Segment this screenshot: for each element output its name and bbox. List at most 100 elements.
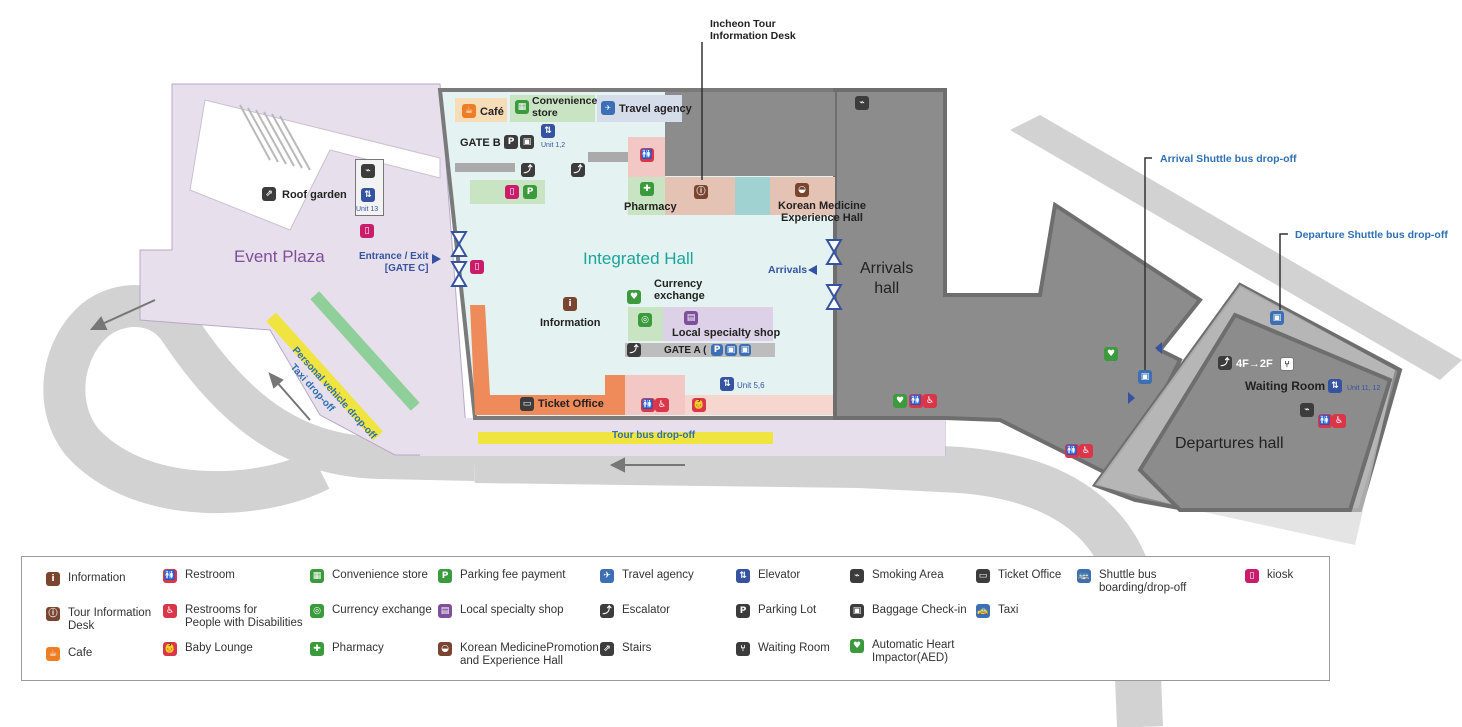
kiosk-icon: ▯ [470,260,484,274]
pharmacy-label: Pharmacy [624,201,677,213]
legend-item: ✚Pharmacy [310,642,384,656]
local-shop-block [663,307,773,341]
legend-item-label: Pharmacy [332,642,384,654]
legend-item: ◎Currency exchange [310,604,432,618]
tour-bus-label: Tour bus drop-off [612,430,696,441]
local-shop-icon: ▤ [684,311,698,325]
information-icon: i [563,297,577,311]
shuttle-bus-icon: ▣ [1270,311,1284,325]
legend-item: 🚕Taxi [976,604,1018,618]
legend-item-label: Travel agency [622,569,694,581]
restroom-icon: 🚻 [1318,414,1332,428]
legend-item: ♿ Restrooms for People with Disabilities [163,604,303,630]
baby-lounge-icon: 👶 [163,642,177,656]
taxi-icon: 🚕 [976,604,990,618]
legend-item-label: Parking Lot [758,604,817,616]
travel-agency-label: Travel agency [619,103,692,115]
legend-item: 🚻Restroom [163,569,235,583]
departure-shuttle-pointer [1279,233,1288,310]
legend-item-label: Automatic Heart Impactor(AED) [872,639,955,664]
ticket-office-block [470,305,625,415]
legend-item: ⇅Elevator [736,569,800,583]
aed-icon: ♥ [627,290,641,304]
hall-interior-gray [665,92,835,176]
taxi-icon: ▣ [739,344,751,356]
legend-item-label: Information [68,572,126,584]
legend-item-label: Cafe [68,647,93,659]
legend-item: 🚌Shuttle bus boarding/drop-off [1077,569,1186,595]
escalator-icon: ⤴ [571,163,585,177]
departures-hall-core [1137,312,1393,512]
legend-item-label: Waiting Room [758,642,830,654]
smoking-area-icon: ⌁ [850,569,864,583]
taxi-strip [266,312,383,441]
baggage-checkin-icon: ▣ [850,604,864,618]
aed-icon: ♥ [850,639,864,653]
legend-item: ⤴Escalator [600,604,670,618]
cafe-icon: ☕ [46,647,60,661]
gate-a-label: GATE A ( [664,345,707,356]
legend-item: ▯kiosk [1245,569,1293,583]
legend-item: 👶Baby Lounge [163,642,253,656]
legend-item: ▣ Baggage Check-in [850,604,967,618]
arrivals-label: Arrivals [768,264,808,276]
convenience-store-icon: ▦ [515,100,529,114]
escalator-strip-left [455,163,515,172]
parking-fee-icon: P [438,569,452,583]
currency-exchange-icon: ◎ [638,313,652,327]
korean-medicine-icon: ◒ [795,183,809,197]
smoking-area-icon: ⌁ [1300,403,1314,417]
escalator-icon: ⤴ [600,604,614,618]
arrival-shuttle-pointer [1144,157,1152,372]
legend-item: ▭ Ticket Office [976,569,1061,583]
smoking-area-icon: ⌁ [855,96,869,110]
legend-item-label: Restrooms for People with Disabilities [185,604,303,629]
legend-item-label: Ticket Office [998,569,1062,581]
korean-medicine-icon: ◒ [438,642,452,656]
legend-item-label: Parking fee payment [460,569,566,581]
roof-garden-area [189,99,441,231]
roof-garden-label: Roof garden [282,189,347,201]
kiosk-icon: ▯ [360,224,374,238]
ticket-office-icon: ▭ [976,569,990,583]
legend-item-label: Shuttle bus boarding/drop-off [1099,569,1187,594]
kiosk-icon: ▯ [505,185,519,199]
unit-1112-label: Unit 11, 12 [1347,385,1381,392]
event-plaza-label: Event Plaza [234,247,325,266]
personal-vehicle-strip [310,291,420,411]
legend-item-label: Baggage Check-in [872,604,967,616]
legend-item: ♥ Automatic Heart Impactor(AED) [850,639,954,665]
baby-lounge-block [685,395,833,415]
legend-item-label: Elevator [758,569,801,581]
gate-c-doors [450,231,468,287]
pharmacy-icon: ✚ [640,182,654,196]
information-label: Information [540,317,601,329]
departure-shuttle-label: Departure Shuttle bus drop-off [1295,229,1448,241]
departures-hall-label: Departures hall [1175,435,1284,452]
legend-item: ▤Local specialty shop [438,604,564,618]
accessible-restroom-icon: ♿ [163,604,177,618]
legend-item-label: Stairs [622,642,652,654]
travel-agency-icon: ✈ [600,569,614,583]
accessible-restroom-icon: ♿ [923,394,937,408]
arrivals-arrow [808,265,817,275]
korean-medicine-label: Korean Medicine Experience Hall [778,200,867,224]
road-arrows [89,299,685,473]
restroom-icon: 🚻 [640,148,654,162]
entrance-gate-c-label: Entrance / Exit [GATE C] [359,251,429,274]
parking-fee-icon: P [523,185,537,199]
shuttle-bus-icon: ▣ [725,344,737,356]
accessible-restroom-icon: ♿ [1079,444,1093,458]
floor-change-label: 4F→2F [1236,358,1273,370]
baby-lounge-icon: 👶 [692,398,706,412]
tour-desk-label: Incheon Tour Information Desk [710,18,796,42]
legend-item: ⑂Waiting Room [736,642,830,656]
legend-item-label: Tour Information Desk [68,607,152,632]
cafe-label: Café [480,106,504,118]
currency-exchange-label: Currency exchange [654,278,705,302]
waiting-room-label: Waiting Room [1245,379,1326,393]
